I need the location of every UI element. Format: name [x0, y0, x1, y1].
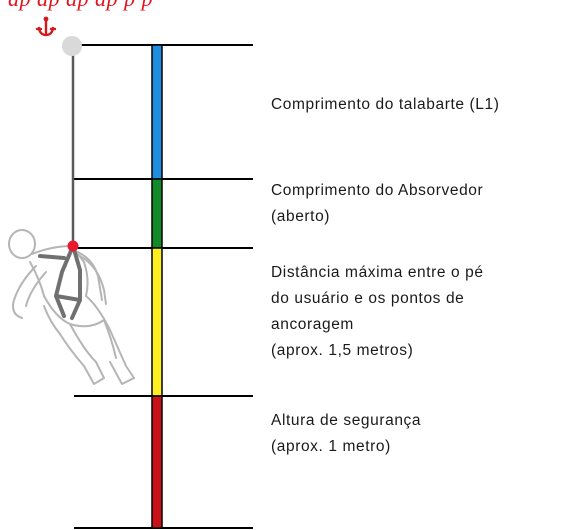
label-line: Altura de segurança	[271, 412, 422, 429]
label-line: (aprox. 1 metro)	[271, 438, 391, 455]
label-safety-height: Altura de segurança (aprox. 1 metro)	[271, 408, 421, 460]
label-line: Comprimento do Absorvedor	[271, 182, 484, 199]
label-line: ancoragem	[271, 316, 354, 333]
segment-bar-safety	[151, 395, 163, 529]
label-lanyard-length: Comprimento do talabarte (L1)	[271, 92, 499, 118]
segment-bar-absorber	[151, 178, 163, 249]
anchor-icon	[35, 16, 57, 37]
label-line: (aprox. 1,5 metros)	[271, 342, 414, 359]
label-max-distance: Distância máxima entre o pé do usuário e…	[271, 260, 484, 364]
anchor-point	[62, 36, 82, 56]
label-line: (aberto)	[271, 208, 331, 225]
label-line: Distância máxima entre o pé	[271, 264, 484, 281]
segment-bar-lanyard	[151, 44, 163, 180]
label-line: Comprimento do talabarte (L1)	[271, 96, 500, 113]
segment-bar-clearance	[151, 247, 163, 397]
label-absorber-length: Comprimento do Absorvedor (aberto)	[271, 178, 483, 230]
falling-worker-figure	[8, 229, 135, 385]
harness	[38, 244, 82, 320]
header-caption: ap ap ap ap p p	[8, 0, 153, 12]
measurement-bar	[151, 44, 163, 529]
label-line: do usuário e os pontos de	[271, 290, 465, 307]
attachment-point	[67, 240, 79, 252]
